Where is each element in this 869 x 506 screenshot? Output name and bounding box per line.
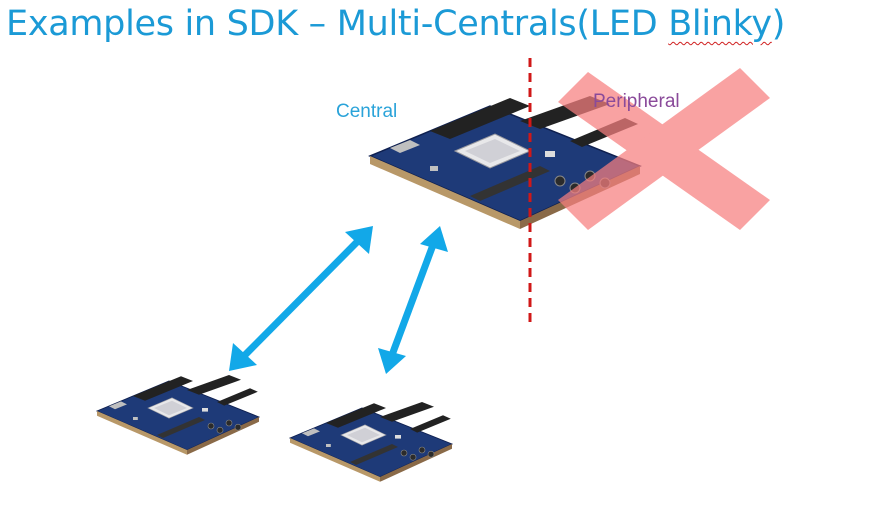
central-label: Central	[336, 101, 397, 123]
peripheral-label: Peripheral	[593, 91, 680, 113]
peripheral-board-right	[290, 402, 452, 482]
double-arrow-icon-right	[378, 226, 448, 374]
double-arrow-icon-left	[229, 226, 373, 371]
peripheral-board-left	[97, 375, 259, 455]
